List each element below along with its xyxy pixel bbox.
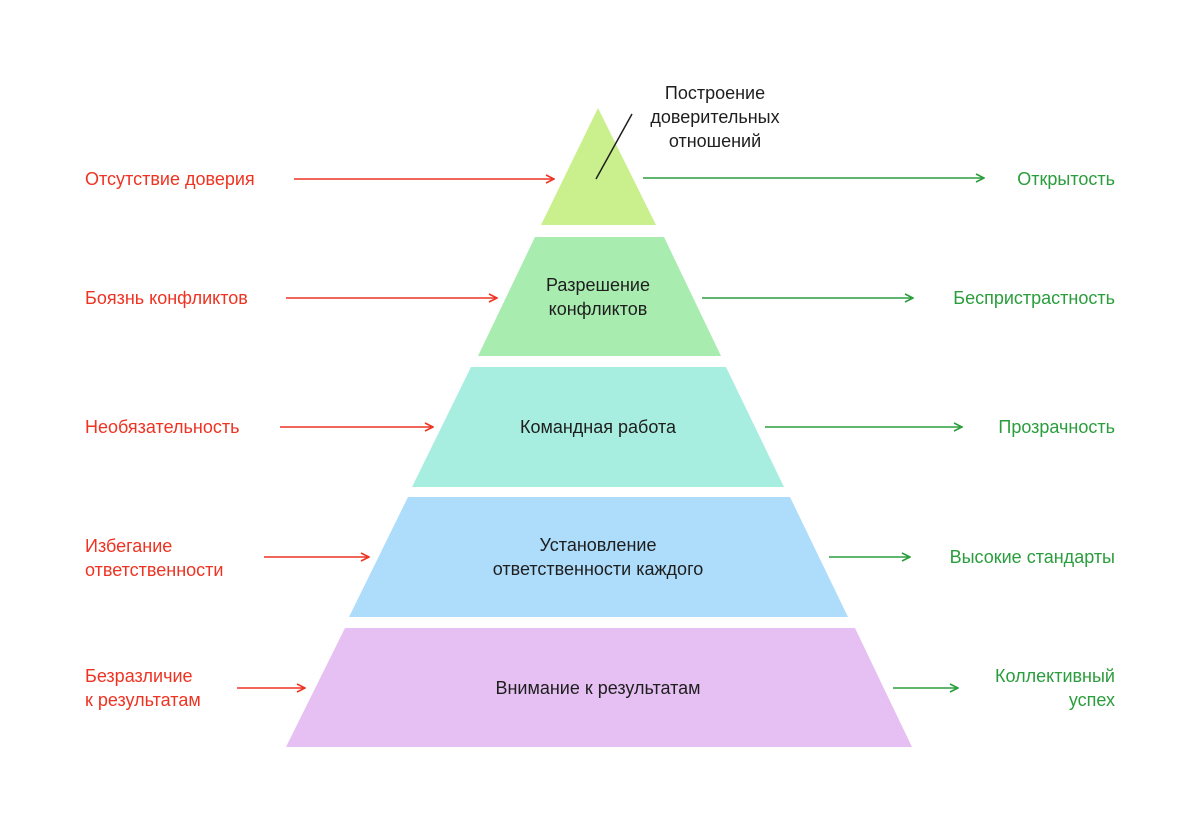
positive-label-3: Прозрачность bbox=[998, 417, 1115, 437]
tier-4-label: Установление ответственности каждого bbox=[492, 535, 704, 579]
positive-label-1: Открытость bbox=[1017, 169, 1115, 189]
positive-label-4: Высокие стандарты bbox=[949, 547, 1115, 567]
negative-label-1: Отсутствие доверия bbox=[85, 169, 255, 189]
tier-1-shape bbox=[541, 108, 656, 225]
negative-label-2: Боязнь конфликтов bbox=[85, 288, 248, 308]
tier-1-leader-line bbox=[595, 113, 633, 180]
negative-label-5: Безразличие к результатам bbox=[85, 666, 201, 710]
negative-label-4: Избегание ответственности bbox=[85, 536, 224, 580]
tier-5-label: Внимание к результатам bbox=[495, 678, 701, 698]
tier-3-shape bbox=[412, 367, 784, 487]
tier-3-label: Командная работа bbox=[519, 417, 677, 437]
tier-4-shape bbox=[349, 497, 848, 617]
tier-2-shape bbox=[478, 237, 721, 356]
tier-2-label: Разрешение конфликтов bbox=[546, 275, 650, 319]
negative-label-3: Необязательность bbox=[85, 417, 240, 437]
tier-1-label: Построение доверительных отношений bbox=[650, 83, 780, 151]
tier-5-shape bbox=[286, 628, 912, 747]
positive-label-5: Коллективный успех bbox=[995, 666, 1115, 710]
positive-label-2: Беспристрастность bbox=[953, 288, 1115, 308]
